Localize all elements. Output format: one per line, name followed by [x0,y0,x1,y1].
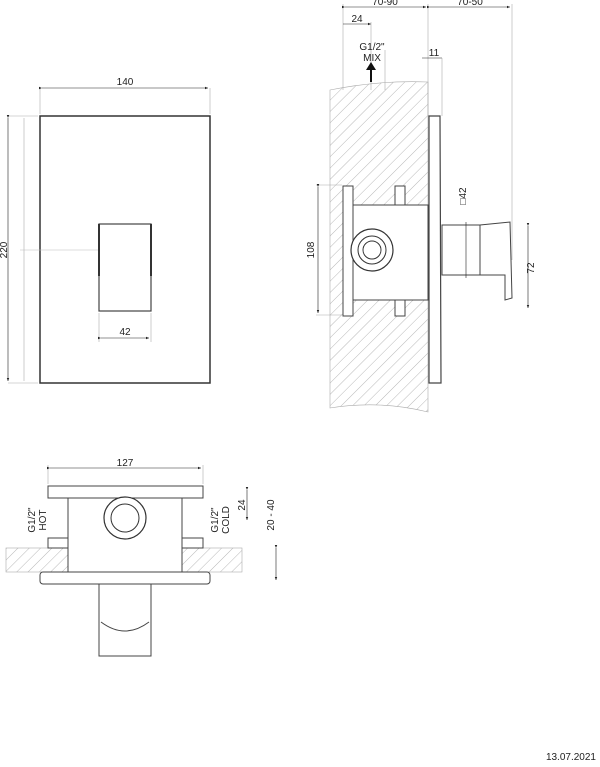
front-width-label: 140 [117,77,134,88]
front-view: 140 220 42 [0,77,211,384]
drawing-date: 13.07.2021 [545,752,596,763]
depth-range-label: 20 - 40 [266,499,277,531]
handle-square-label: □42 [458,187,469,205]
wall-depth-label: 70-90 [372,0,398,8]
hot-label: HOT [38,509,49,530]
top-view: 127 G1/2" HOT G1/2" COLD 24 20 - 40 [5,458,278,657]
outlet-label-mix: MIX [363,53,381,64]
plate-thickness-label: 11 [429,48,440,59]
handle-width-label: 42 [119,327,131,338]
cold-label-g: G1/2" [210,507,221,533]
body-width-label: 127 [117,458,134,469]
arrow-up-icon [366,62,376,82]
side-view: 70-90 70-50 24 G1/2" MIX 11 108 □42 72 [306,0,537,413]
projection-label: 70-50 [457,0,483,8]
cold-label: COLD [221,506,232,534]
front-height-label: 220 [0,241,10,258]
hot-label-g: G1/2" [27,507,38,533]
outlet-label-g: G1/2" [359,42,385,53]
body-height-label: 108 [306,241,317,258]
handle-height-label: 72 [526,262,537,274]
inlet-height-label: 24 [237,499,248,511]
inlet-offset-label: 24 [351,14,363,25]
